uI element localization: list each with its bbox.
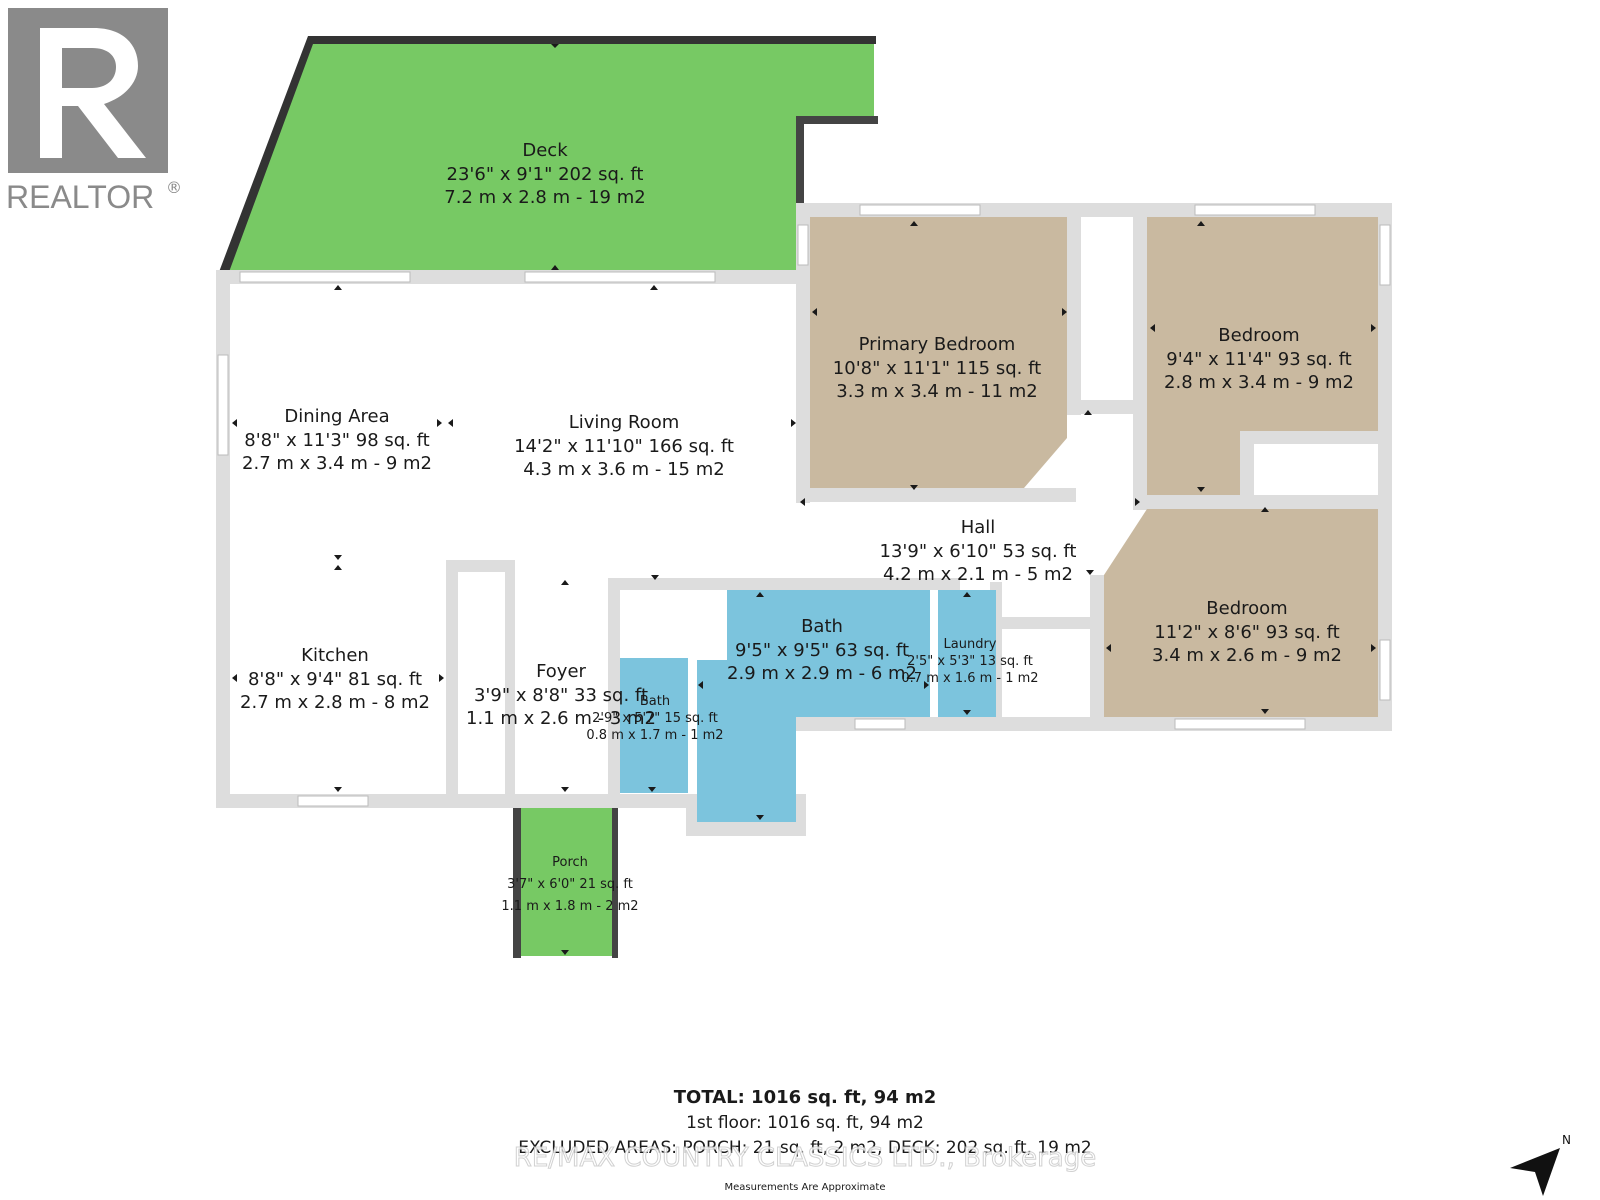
summary-note: Measurements Are Approximate: [725, 1182, 886, 1193]
deck-area: [225, 40, 874, 270]
small-bath-imperial: 2'9" x 5'7" 15 sq. ft: [592, 711, 718, 726]
summary-total: TOTAL: 1016 sq. ft, 94 m2: [674, 1087, 937, 1108]
hall-metric: 4.2 m x 2.1 m - 5 m2: [883, 564, 1073, 585]
living-room-imperial: 14'2" x 11'10" 166 sq. ft: [514, 436, 734, 457]
room-label-primary-bedroom: Primary Bedroom 10'8" x 11'1" 115 sq. ft…: [833, 334, 1041, 402]
room-label-foyer: Foyer 3'9" x 8'8" 33 sq. ft 1.1 m x 2.6 …: [466, 661, 656, 729]
porch-area: [521, 808, 612, 956]
main-bath-area: [697, 590, 930, 822]
realtor-logo: REALTOR ®: [6, 8, 182, 215]
deck-metric: 7.2 m x 2.8 m - 19 m2: [444, 187, 645, 208]
bedroom-2-closet-area: [1147, 431, 1240, 495]
room-label-main-bath: Bath 9'5" x 9'5" 63 sq. ft 2.9 m x 2.9 m…: [727, 616, 917, 684]
living-room-metric: 4.3 m x 3.6 m - 15 m2: [523, 459, 724, 480]
room-label-porch: Porch 3'7" x 6'0" 21 sq. ft 1.1 m x 1.8 …: [501, 855, 638, 914]
porch-imperial: 3'7" x 6'0" 21 sq. ft: [507, 877, 633, 892]
dining-area-imperial: 8'8" x 11'3" 98 sq. ft: [244, 430, 429, 451]
hall-imperial: 13'9" x 6'10" 53 sq. ft: [880, 541, 1077, 562]
room-label-small-bath: Bath 2'9" x 5'7" 15 sq. ft 0.8 m x 1.7 m…: [586, 694, 723, 743]
realtor-logo-registered: ®: [166, 178, 182, 197]
summary-floor: 1st floor: 1016 sq. ft, 94 m2: [686, 1113, 924, 1133]
primary-bedroom-title: Primary Bedroom: [859, 334, 1016, 355]
room-label-dining-area: Dining Area 8'8" x 11'3" 98 sq. ft 2.7 m…: [242, 406, 432, 474]
main-bath-metric: 2.9 m x 2.9 m - 6 m2: [727, 663, 917, 684]
porch-rail-left: [513, 808, 521, 958]
windows: [217, 204, 1391, 807]
foyer-title: Foyer: [536, 661, 586, 682]
main-bath-imperial: 9'5" x 9'5" 63 sq. ft: [735, 640, 909, 661]
hall-title: Hall: [961, 517, 996, 538]
primary-bedroom-area: [810, 217, 1067, 488]
bedroom-3-metric: 3.4 m x 2.6 m - 9 m2: [1152, 645, 1342, 666]
brokerage-watermark: RE/MAX COUNTRY CLASSICS LTD., Brokerage: [514, 1143, 1096, 1173]
laundry-imperial: 2'5" x 5'3" 13 sq. ft: [907, 654, 1033, 669]
porch-rail-right: [612, 808, 618, 958]
room-label-bedroom-2: Bedroom 9'4" x 11'4" 93 sq. ft 2.8 m x 3…: [1164, 325, 1354, 393]
deck-title: Deck: [522, 140, 568, 161]
small-bath-metric: 0.8 m x 1.7 m - 1 m2: [586, 728, 723, 743]
bedroom-2-area: [1147, 217, 1378, 431]
bedroom-3-area: [1104, 509, 1378, 717]
dining-area-title: Dining Area: [284, 406, 389, 427]
realtor-logo-text: REALTOR: [6, 179, 154, 215]
bedroom-2-imperial: 9'4" x 11'4" 93 sq. ft: [1166, 349, 1351, 370]
porch-metric: 1.1 m x 1.8 m - 2 m2: [501, 899, 638, 914]
foyer-imperial: 3'9" x 8'8" 33 sq. ft: [474, 685, 648, 706]
room-label-laundry: Laundry 2'5" x 5'3" 13 sq. ft 0.7 m x 1.…: [901, 637, 1038, 686]
primary-bedroom-imperial: 10'8" x 11'1" 115 sq. ft: [833, 358, 1041, 379]
compass-label: N: [1562, 1133, 1571, 1147]
dining-area-metric: 2.7 m x 3.4 m - 9 m2: [242, 453, 432, 474]
living-room-title: Living Room: [569, 412, 680, 433]
main-bath-title: Bath: [801, 616, 843, 637]
foyer-metric: 1.1 m x 2.6 m - 3 m2: [466, 708, 656, 729]
north-compass: N: [1510, 1133, 1571, 1196]
small-bath-title: Bath: [640, 694, 670, 709]
small-bath-area: [620, 658, 688, 793]
room-label-living-room: Living Room 14'2" x 11'10" 166 sq. ft 4.…: [514, 412, 734, 480]
room-label-kitchen: Kitchen 8'8" x 9'4" 81 sq. ft 2.7 m x 2.…: [240, 645, 430, 713]
primary-bedroom-metric: 3.3 m x 3.4 m - 11 m2: [836, 381, 1037, 402]
deck-railing-step: [796, 116, 878, 205]
bedroom-3-title: Bedroom: [1206, 598, 1287, 619]
compass-arrow-icon: [1510, 1148, 1560, 1196]
room-label-deck: Deck 23'6" x 9'1" 202 sq. ft 7.2 m x 2.8…: [444, 140, 645, 208]
room-label-bedroom-3: Bedroom 11'2" x 8'6" 93 sq. ft 3.4 m x 2…: [1152, 598, 1342, 666]
area-summary: TOTAL: 1016 sq. ft, 94 m2 1st floor: 101…: [518, 1087, 1091, 1193]
bedroom-3-imperial: 11'2" x 8'6" 93 sq. ft: [1154, 622, 1339, 643]
porch-title: Porch: [552, 855, 588, 870]
dimension-markers: [232, 44, 1376, 955]
summary-excluded: EXCLUDED AREAS: PORCH: 21 sq. ft, 2 m2, …: [518, 1138, 1091, 1158]
bedroom-2-title: Bedroom: [1218, 325, 1299, 346]
room-label-hall: Hall 13'9" x 6'10" 53 sq. ft 4.2 m x 2.1…: [880, 517, 1077, 585]
laundry-metric: 0.7 m x 1.6 m - 1 m2: [901, 671, 1038, 686]
laundry-area: [938, 590, 996, 717]
bedroom-2-metric: 2.8 m x 3.4 m - 9 m2: [1164, 372, 1354, 393]
kitchen-imperial: 8'8" x 9'4" 81 sq. ft: [248, 669, 422, 690]
realtor-logo-letter: [40, 28, 146, 158]
kitchen-metric: 2.7 m x 2.8 m - 8 m2: [240, 692, 430, 713]
kitchen-title: Kitchen: [301, 645, 369, 666]
deck-imperial: 23'6" x 9'1" 202 sq. ft: [447, 164, 644, 185]
laundry-title: Laundry: [944, 637, 997, 652]
